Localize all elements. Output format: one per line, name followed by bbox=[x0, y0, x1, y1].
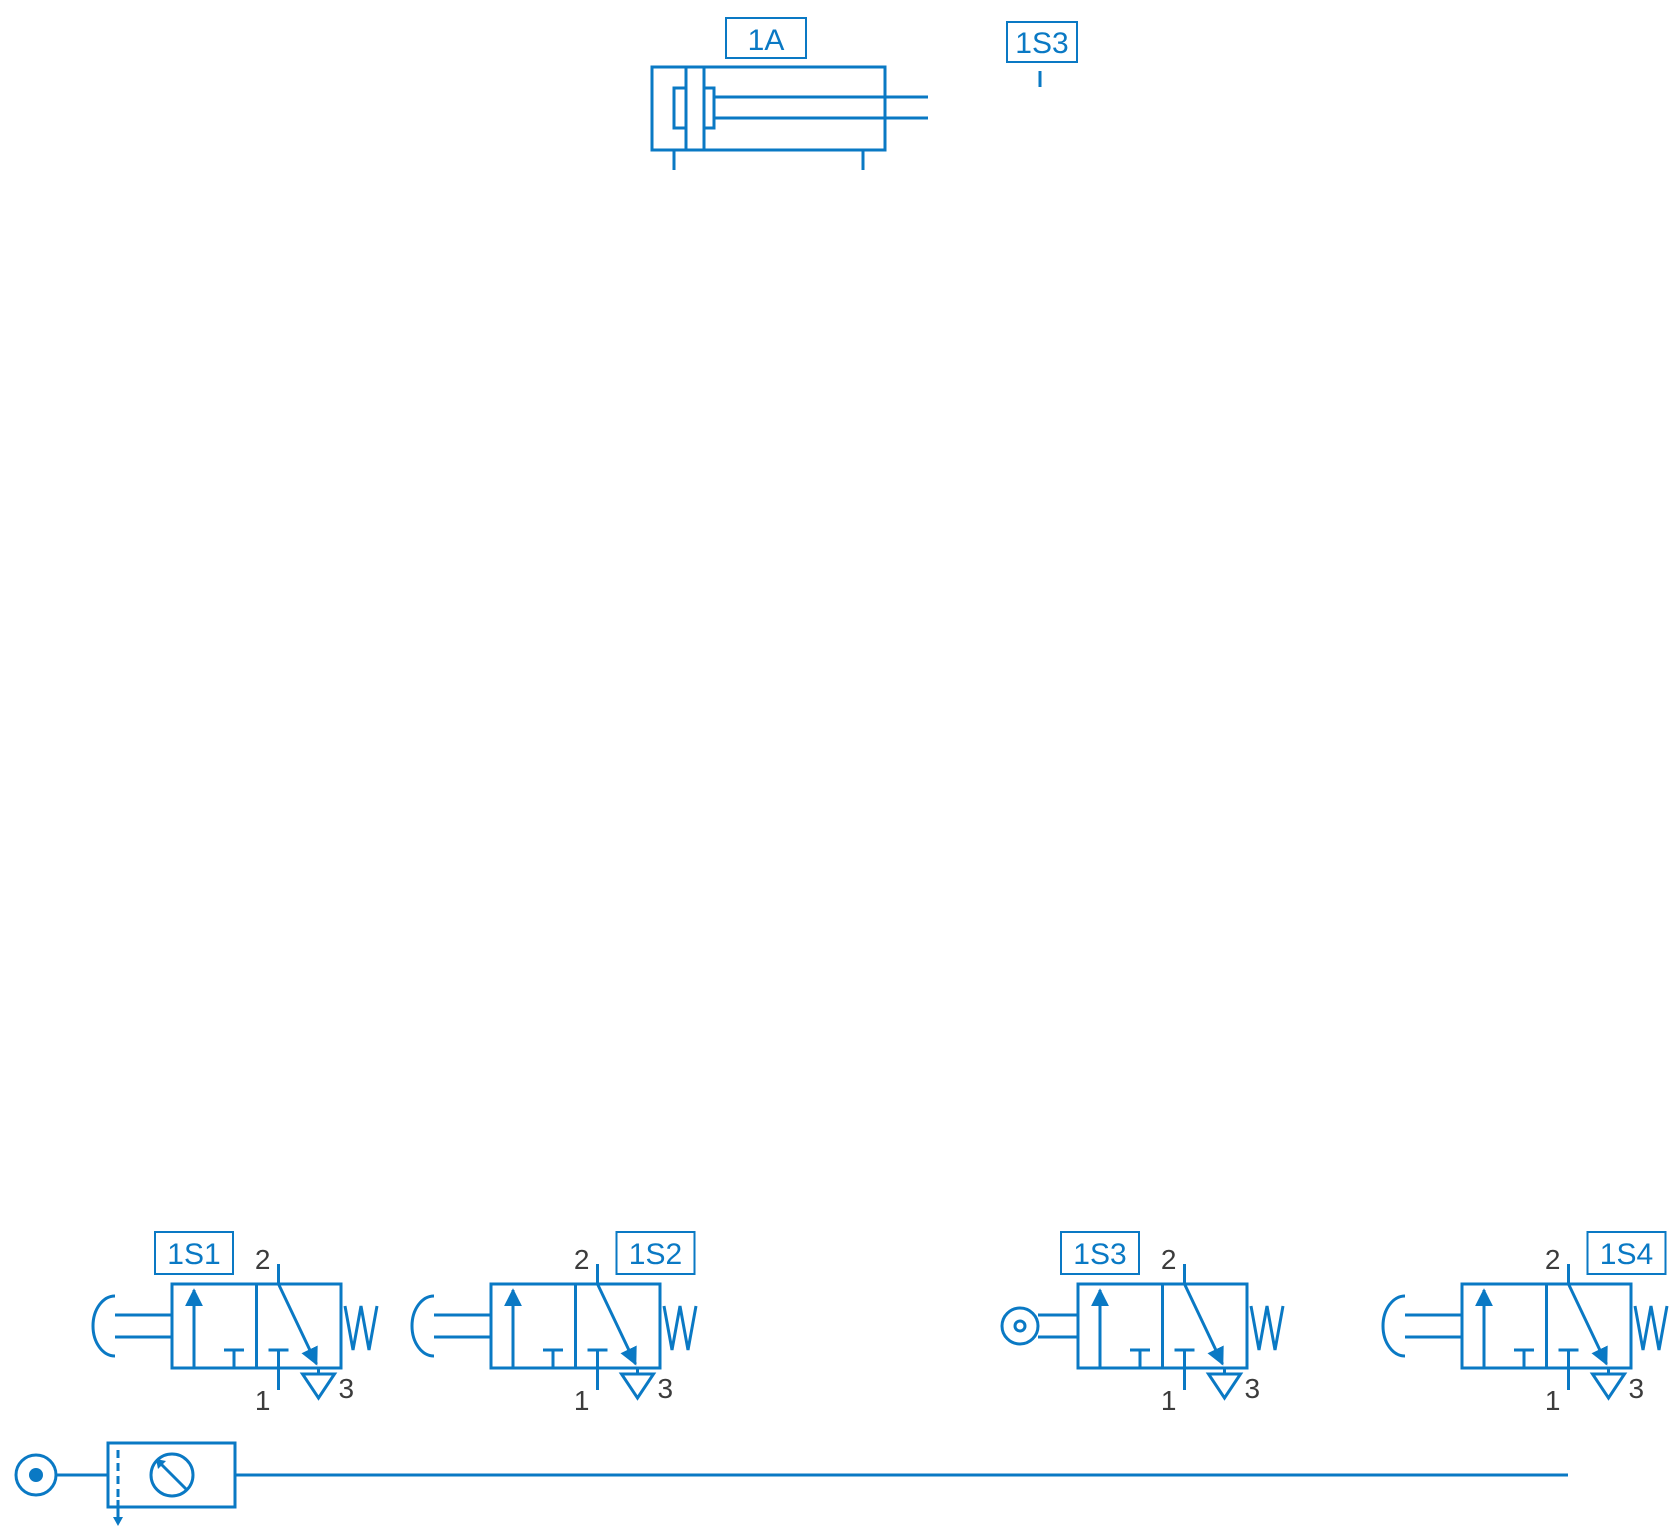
push-button-icon bbox=[410, 1294, 435, 1358]
port-label-2: 2 bbox=[255, 1244, 271, 1275]
pressure-source-dot bbox=[29, 1468, 43, 1482]
valve-tag-label: 1S4 bbox=[1600, 1238, 1653, 1271]
port-label-3: 3 bbox=[339, 1373, 355, 1404]
valve-flow-arrow-exhaust bbox=[277, 1283, 318, 1366]
port-label-2: 2 bbox=[1161, 1244, 1177, 1275]
roller-icon bbox=[1000, 1306, 1040, 1346]
valve-tag-box bbox=[615, 1231, 696, 1275]
port-label-2: 2 bbox=[574, 1244, 590, 1275]
cylinder-1a: 1A bbox=[650, 17, 928, 170]
valve-tag-label: 1S1 bbox=[167, 1238, 220, 1271]
valve-tag-box bbox=[1060, 1231, 1140, 1275]
exhaust-triangle-icon bbox=[1205, 1372, 1244, 1401]
port-label-3: 3 bbox=[1245, 1373, 1261, 1404]
valve-1s1: 1S1 2 1 3 bbox=[91, 1231, 379, 1416]
port-label-2: 2 bbox=[1545, 1244, 1561, 1275]
spring-icon bbox=[1249, 1305, 1285, 1351]
cylinder-barrel bbox=[650, 65, 887, 152]
port-label-1: 1 bbox=[1545, 1385, 1561, 1416]
valves-layer: 1S1 2 1 3 1S2 2 1 3 1S3 2 1 3 1S4 2 1 3 bbox=[91, 1231, 1669, 1416]
spring-icon bbox=[662, 1305, 698, 1351]
cylinder-rod-collar bbox=[702, 86, 716, 130]
cylinder-piston-seal bbox=[672, 86, 688, 130]
pressure-gauge-needle bbox=[156, 1459, 188, 1491]
valve-tag-box bbox=[1586, 1231, 1667, 1275]
valve-flow-arrow-exhaust bbox=[1567, 1283, 1608, 1366]
exhaust-triangle-icon bbox=[299, 1372, 338, 1401]
spring-icon bbox=[1633, 1305, 1669, 1351]
pressure-gauge-icon bbox=[149, 1452, 195, 1498]
exhaust-triangle-icon bbox=[1589, 1372, 1628, 1401]
push-button-icon bbox=[1381, 1294, 1406, 1358]
roller-hub bbox=[1013, 1319, 1027, 1333]
supply-line-group bbox=[14, 1441, 1568, 1526]
cylinder-tag-label: 1A bbox=[748, 24, 785, 57]
push-button-icon bbox=[91, 1294, 116, 1358]
cylinder-tag-box bbox=[725, 17, 807, 59]
service-unit-drain-arrow bbox=[113, 1517, 123, 1526]
port-label-3: 3 bbox=[658, 1373, 674, 1404]
valve-tag-box bbox=[154, 1231, 234, 1275]
valve-tag-label: 1S3 bbox=[1073, 1238, 1126, 1271]
pressure-gauge-arrowtip bbox=[156, 1459, 166, 1469]
exhaust-triangle-icon bbox=[618, 1372, 657, 1401]
valve-flow-arrow-exhaust bbox=[1183, 1283, 1224, 1366]
marker-tag-box bbox=[1006, 21, 1078, 63]
cylinder-piston bbox=[684, 65, 706, 152]
port-label-1: 1 bbox=[1161, 1385, 1177, 1416]
port-label-1: 1 bbox=[255, 1385, 271, 1416]
spring-icon bbox=[343, 1305, 379, 1351]
valve-1s4: 1S4 2 1 3 bbox=[1381, 1231, 1669, 1416]
valve-flow-arrow-exhaust bbox=[596, 1283, 637, 1366]
valve-1s2: 1S2 2 1 3 bbox=[410, 1231, 698, 1416]
port-label-1: 1 bbox=[574, 1385, 590, 1416]
marker-tag-label: 1S3 bbox=[1015, 27, 1068, 60]
valve-1s3: 1S3 2 1 3 bbox=[1000, 1231, 1285, 1416]
limit-switch-marker-1s3: 1S3 bbox=[1006, 21, 1078, 87]
valve-tag-label: 1S2 bbox=[629, 1238, 682, 1271]
port-label-3: 3 bbox=[1629, 1373, 1645, 1404]
